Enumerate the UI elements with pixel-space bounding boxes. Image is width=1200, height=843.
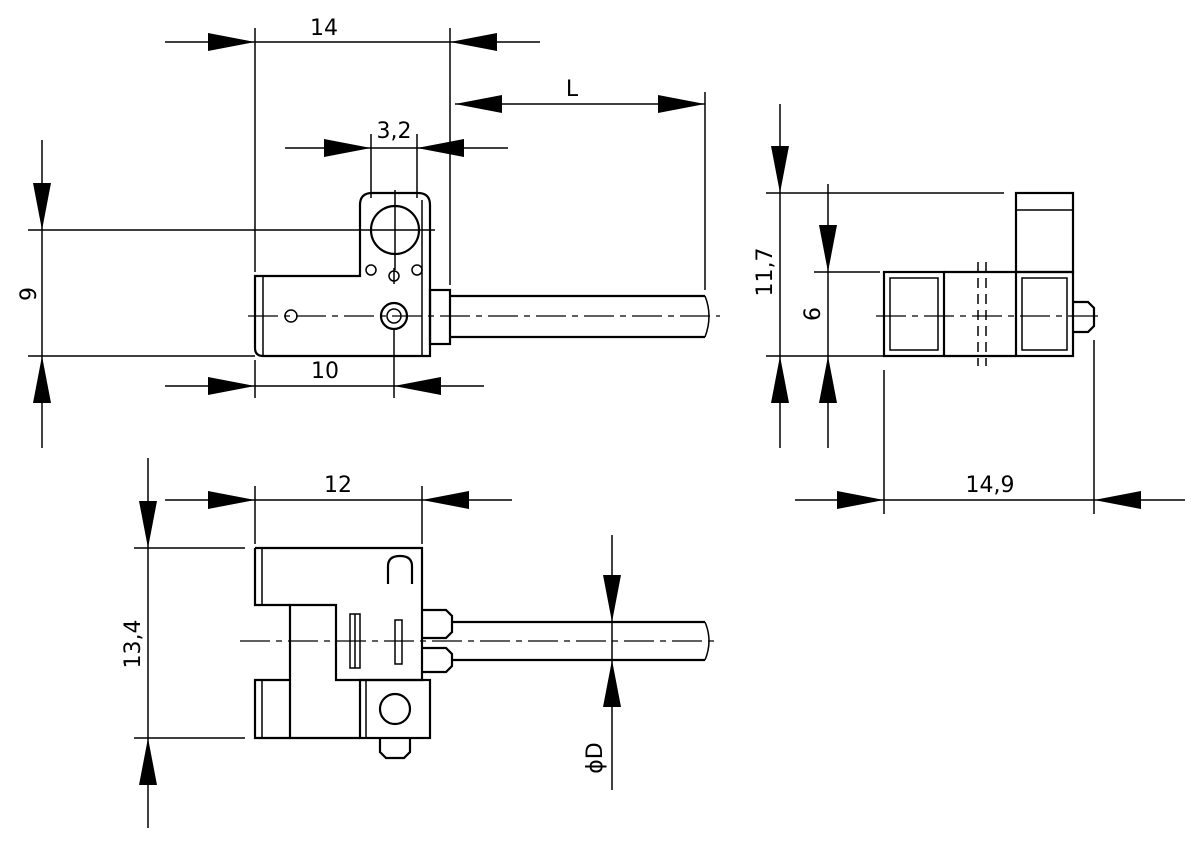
- dim-bottom-height: 13,4: [121, 620, 146, 669]
- top-view: 12 13,4 ϕD: [121, 458, 720, 828]
- dim-bottom-width: 12: [324, 473, 352, 498]
- dim-side-depth: 14,9: [966, 473, 1015, 498]
- dim-cable-diameter: ϕD: [583, 742, 608, 773]
- dim-cable-length: L: [566, 77, 579, 102]
- side-view: 11,7 6 14,9: [753, 104, 1185, 514]
- front-view: 14 L 3,2 9 10: [17, 16, 720, 448]
- dim-side-inner-height: 6: [801, 307, 826, 321]
- dim-top-width: 14: [310, 16, 338, 41]
- dim-base-length: 10: [311, 359, 339, 384]
- dim-height: 9: [17, 287, 42, 301]
- dim-side-height: 11,7: [753, 248, 778, 297]
- dim-hole-spacing: 3,2: [377, 119, 412, 144]
